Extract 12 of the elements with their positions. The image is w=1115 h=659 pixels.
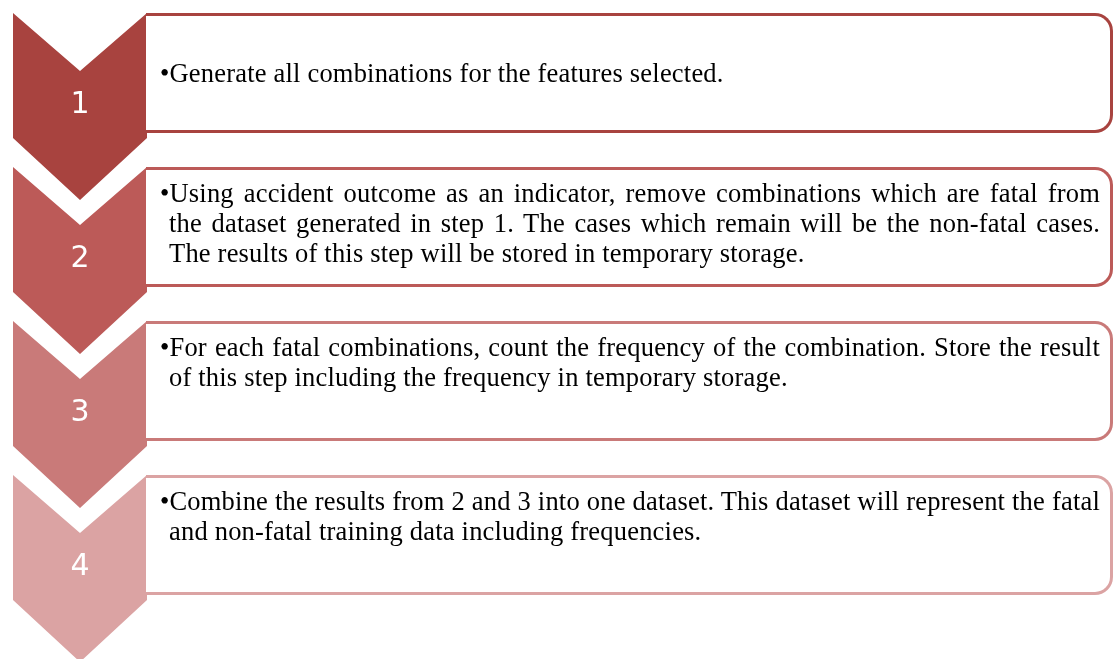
- step-number: 1: [69, 85, 91, 120]
- step-number: 2: [69, 239, 91, 274]
- step-description: •For each fatal combinations, count the frequency of the combination. Store the result of this step including the frequency in temporary storage.: [160, 332, 1100, 392]
- step-description: •Generate all combinations for the features selected.: [160, 58, 725, 88]
- step-description: •Using accident outcome as an indicator, remove combinations which are fatal from the dataset generated in step 1. The cases which remain will be the non-fatal cases. The results of this step will be stored in temporary storage.: [160, 178, 1100, 268]
- step-box: [146, 13, 1113, 133]
- step-box: [146, 167, 1113, 287]
- step-number: 4: [69, 547, 91, 582]
- step-box: [146, 321, 1113, 441]
- step-description: •Combine the results from 2 and 3 into one dataset. This dataset will represent the fatal and non-fatal training data including frequencies.: [160, 486, 1100, 546]
- step-number: 3: [69, 393, 91, 428]
- step-box: [146, 475, 1113, 595]
